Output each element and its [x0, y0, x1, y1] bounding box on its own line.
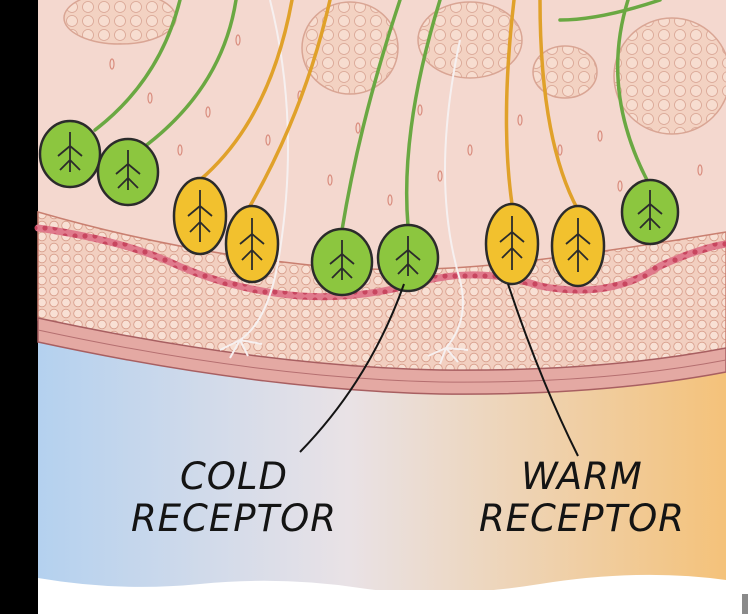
right-edge-strip	[726, 0, 748, 614]
cold-receptor-label: COLD RECEPTOR	[118, 456, 350, 540]
cold-label-line2: RECEPTOR	[130, 497, 338, 540]
warm-label-line2: RECEPTOR	[478, 497, 686, 540]
adipose-clusters	[63, 0, 731, 135]
free-nerve-endings	[219, 0, 469, 365]
nerve-fibers	[93, 0, 662, 232]
receptor-branches	[57, 132, 663, 280]
ragged-bottom-edge	[38, 574, 726, 614]
warm-label-line1: WARM	[521, 455, 643, 498]
corner-mark	[742, 594, 748, 614]
dermis-speckles	[109, 34, 703, 206]
warm-receptor-label: WARM RECEPTOR	[468, 456, 696, 540]
cold-label-line1: COLD	[179, 455, 289, 498]
warm-pointer-line	[507, 283, 579, 457]
cold-pointer-line	[299, 283, 405, 453]
left-edge-bar	[0, 0, 38, 614]
